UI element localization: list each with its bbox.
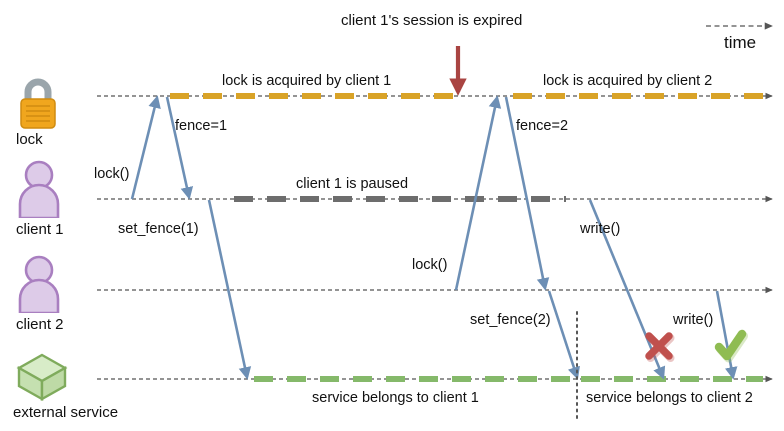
annotation-lock-client2: lock is acquired by client 2 xyxy=(543,73,713,89)
check-icon xyxy=(714,329,748,363)
arrow-set-fence-2 xyxy=(547,290,580,380)
padlock-icon xyxy=(16,76,60,130)
arrow-fence-2 xyxy=(504,96,550,291)
message-label-set-fence-2: set_fence(2) xyxy=(470,312,551,328)
arrow-write-call-2 xyxy=(715,290,738,380)
person-icon xyxy=(16,160,62,218)
message-label-lock-call-1: lock() xyxy=(94,166,130,182)
lane-label-client-2: client 2 xyxy=(16,316,64,333)
session-expired-note: client 1's session is expired xyxy=(341,12,523,29)
person-icon xyxy=(16,255,62,313)
message-label-fence-1: fence=1 xyxy=(175,118,228,134)
lane-label-external-service: external service xyxy=(13,404,119,421)
arrow-set-fence-1 xyxy=(207,199,252,380)
message-label-write-call-1: write() xyxy=(580,221,621,237)
arrow-fence-1 xyxy=(165,96,194,200)
annotation-service-client1: service belongs to client 1 xyxy=(312,390,479,406)
message-label-fence-2: fence=2 xyxy=(516,118,569,134)
cross-icon xyxy=(645,332,675,362)
lane-label-lock: lock xyxy=(16,131,43,148)
annotation-service-client2: service belongs to client 2 xyxy=(586,390,753,406)
arrow-lock-call-2 xyxy=(454,95,502,291)
arrow-lock-call-1 xyxy=(130,95,161,200)
annotation-client1-paused: client 1 is paused xyxy=(296,176,409,192)
arrow-write-call-1 xyxy=(588,199,666,380)
message-label-write-call-2: write() xyxy=(673,312,714,328)
message-label-set-fence-1: set_fence(1) xyxy=(118,221,199,237)
cube-icon xyxy=(16,352,68,402)
message-label-lock-call-2: lock() xyxy=(412,257,448,273)
time-axis-label: time xyxy=(724,33,757,52)
lane-label-client-1: client 1 xyxy=(16,221,64,238)
annotation-lock-client1: lock is acquired by client 1 xyxy=(222,73,392,89)
